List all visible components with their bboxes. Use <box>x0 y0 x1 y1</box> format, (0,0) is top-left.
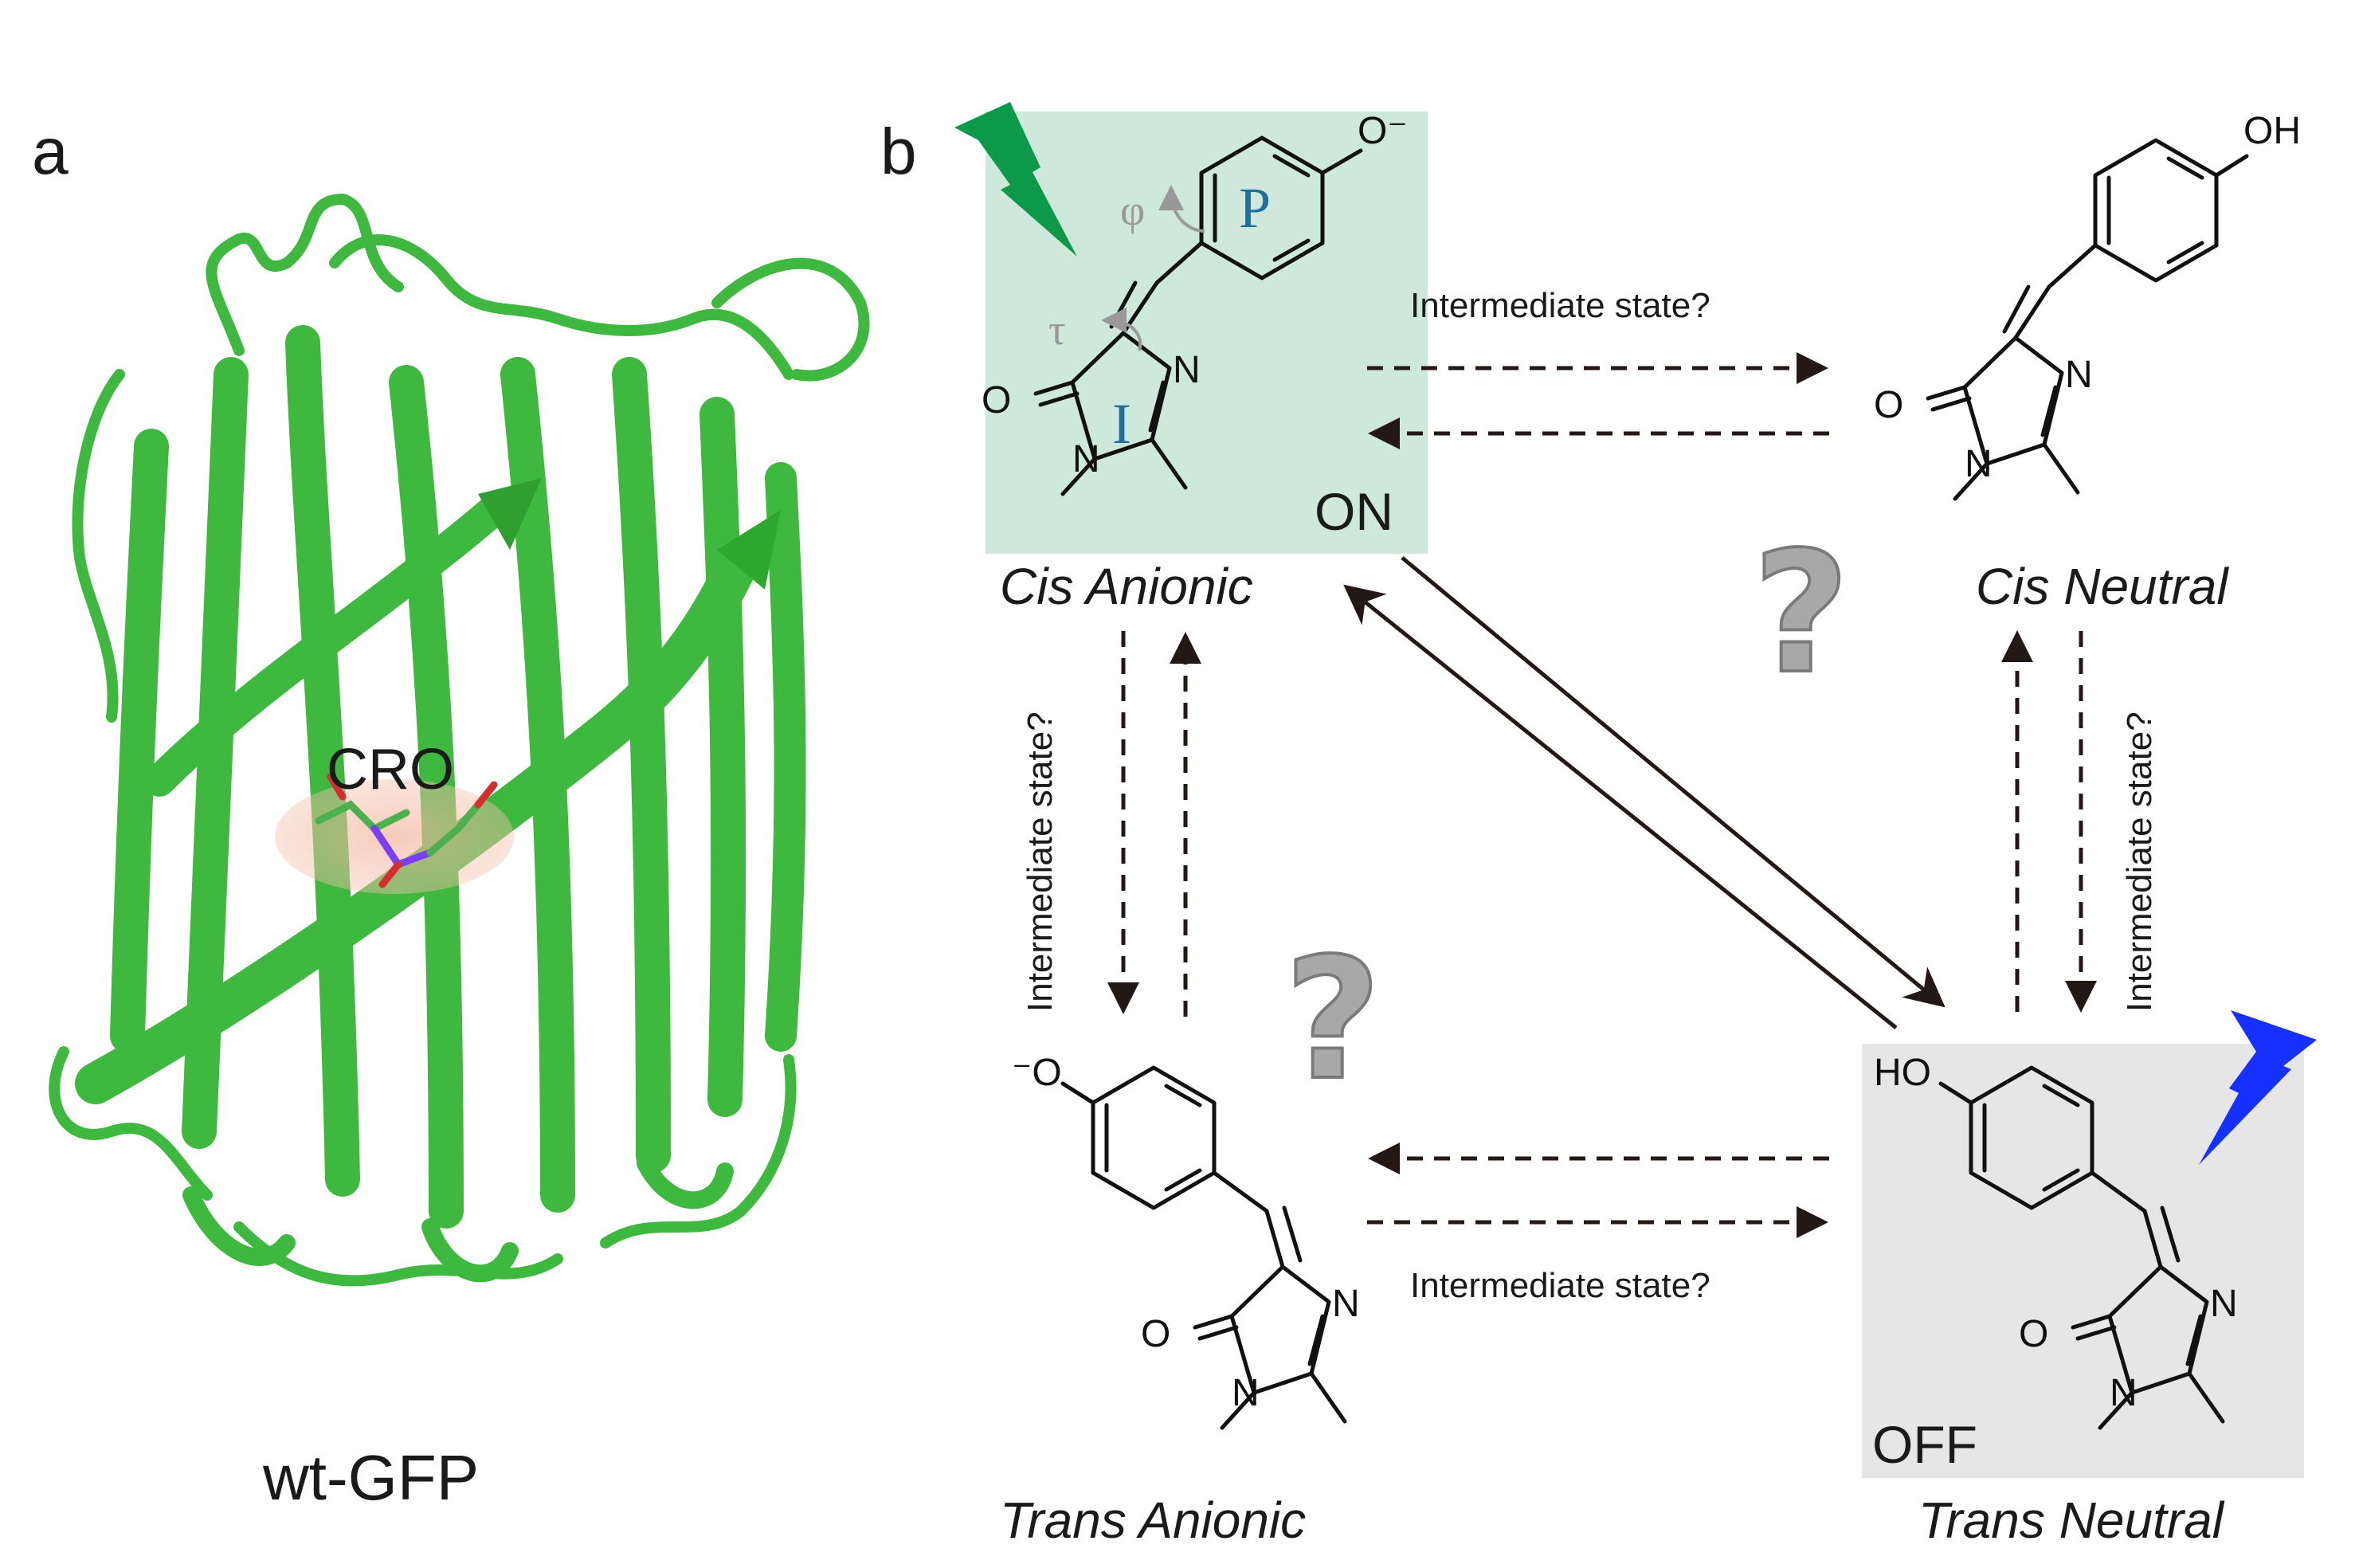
intermediate-label-bottom: Intermediate state? <box>1410 1266 1710 1305</box>
cis-neutral-label: Cis Neutral <box>1976 558 2229 615</box>
cis-anionic-o: O <box>982 379 1011 421</box>
trans-anionic-o: O <box>1141 1313 1170 1355</box>
chromophore-label: CRO <box>327 738 454 802</box>
gfp-protein-cartoon <box>49 194 870 1287</box>
panel-b: b O⁻ N N O <box>880 102 2317 1549</box>
off-label: OFF <box>1872 1415 1977 1474</box>
cis-anionic-n1: N <box>1173 349 1201 391</box>
cis-neutral-oh: OH <box>2243 110 2301 152</box>
cis-anionic-o-minus: O⁻ <box>1358 110 1408 152</box>
arrow-trans-neutral-to-cis-anionic <box>1343 584 1898 1029</box>
intermediate-label-top: Intermediate state? <box>1410 286 1710 325</box>
protein-label: wt-GFP <box>262 1442 479 1513</box>
trans-neutral-molecule <box>1938 1065 2225 1430</box>
panel-b-letter: b <box>880 116 917 188</box>
panel-a: a <box>32 116 870 1513</box>
arrow-cis-anionic-to-trans-neutral <box>1401 556 1946 1008</box>
trans-anionic-molecule <box>1060 1065 1347 1430</box>
phenol-ring-label: P <box>1239 176 1271 240</box>
phi-torsion-label: φ <box>1120 186 1145 234</box>
cis-anionic-molecule <box>1033 135 1363 496</box>
tau-torsion-label: τ <box>1048 306 1066 354</box>
trans-anionic-n2: N <box>1232 1372 1260 1414</box>
intermediate-label-left: Intermediate state? <box>1021 711 1060 1012</box>
question-mark-top-icon: ? <box>1753 515 1850 711</box>
intermediate-label-right: Intermediate state? <box>2120 711 2159 1012</box>
cis-anionic-label: Cis Anionic <box>1000 558 1253 615</box>
trans-anionic-label: Trans Anionic <box>1000 1492 1306 1549</box>
trans-neutral-n2: N <box>2110 1372 2138 1414</box>
chromophore-sticks <box>315 773 498 888</box>
trans-neutral-n1: N <box>2210 1283 2238 1325</box>
trans-neutral-ho: HO <box>1874 1052 1931 1094</box>
question-mark-bottom-icon: ? <box>1284 922 1381 1117</box>
trans-anionic-n1: N <box>1332 1283 1360 1325</box>
green-lightning-icon <box>954 102 1077 257</box>
chromophore-highlight <box>275 779 514 894</box>
trans-neutral-o: O <box>2019 1313 2048 1355</box>
panel-a-letter: a <box>32 116 69 188</box>
imidazolinone-ring-label: I <box>1112 392 1131 456</box>
trans-anionic-o-minus: ⁻O <box>1012 1052 1062 1094</box>
cis-neutral-n2: N <box>1965 443 1993 485</box>
cis-anionic-n2: N <box>1072 438 1100 480</box>
cis-neutral-n1: N <box>2065 354 2093 396</box>
on-state-box <box>985 112 1428 554</box>
cis-neutral-o: O <box>1874 384 1903 426</box>
cis-neutral-molecule <box>1926 138 2249 501</box>
on-label: ON <box>1315 482 1393 541</box>
trans-neutral-label: Trans Neutral <box>1918 1492 2225 1549</box>
blue-lightning-icon <box>2199 1010 2317 1165</box>
